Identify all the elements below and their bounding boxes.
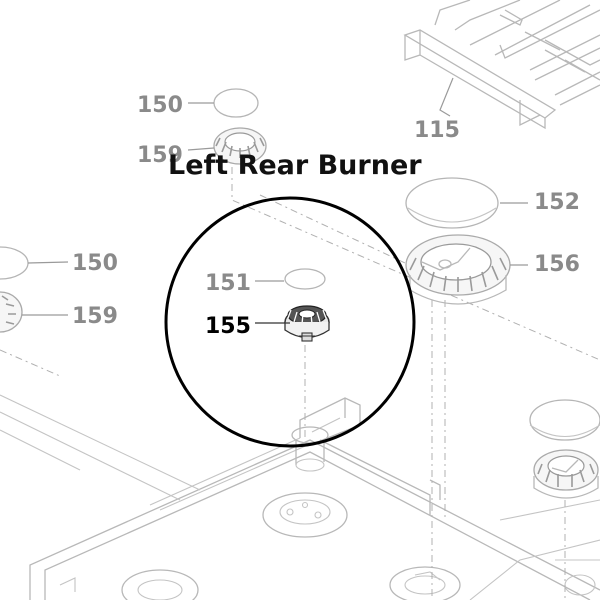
cooktop-body xyxy=(0,394,600,600)
part-151-cap xyxy=(284,268,326,290)
right-front-cap xyxy=(529,399,600,441)
label-155: 155 xyxy=(205,314,251,339)
part-150-left-cap xyxy=(0,246,29,280)
part-155-burner-head xyxy=(284,305,330,342)
part-156-burner-base xyxy=(405,234,511,305)
label-152: 152 xyxy=(534,190,580,215)
grate-115 xyxy=(403,0,600,130)
leader-lines xyxy=(22,77,528,324)
part-159-left-base xyxy=(0,291,23,333)
right-front-burner-base xyxy=(533,449,599,499)
label-150-left: 150 xyxy=(72,251,118,276)
assembly-axes xyxy=(0,150,600,600)
highlight-circle xyxy=(164,196,416,448)
part-150-top-cap xyxy=(213,88,259,118)
label-115: 115 xyxy=(414,118,460,143)
label-159-left: 159 xyxy=(72,304,118,329)
label-151: 151 xyxy=(205,271,251,296)
label-159-top: 159 xyxy=(137,143,183,168)
label-156: 156 xyxy=(534,252,580,277)
label-150-top: 150 xyxy=(137,93,183,118)
part-152-cap xyxy=(405,177,499,229)
part-159-top-base xyxy=(213,127,267,165)
diagram-title: Left Rear Burner xyxy=(168,150,422,181)
